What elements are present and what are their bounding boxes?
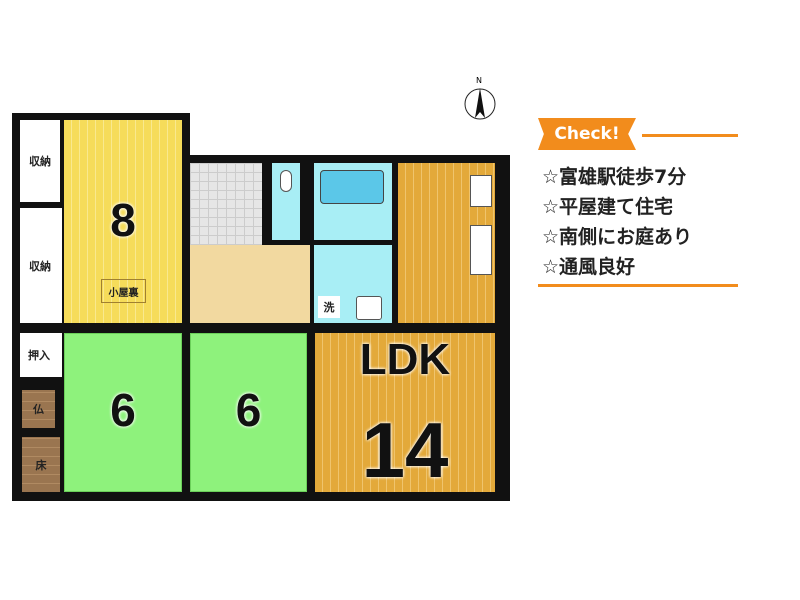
check-item: ☆平屋建て住宅 (542, 196, 674, 218)
closet-label: 押入 (28, 349, 50, 362)
storage-1 (20, 120, 60, 202)
check-panel: Check! ☆富雄駅徒歩7分 ☆平屋建て住宅 ☆南側にお庭あり ☆通風良好 (538, 118, 738, 288)
ldk-label: LDK (359, 335, 451, 384)
ldk (315, 333, 495, 492)
japanese-room-2 (190, 333, 307, 492)
japanese-room-2-size: 6 (235, 384, 262, 436)
stove-icon (470, 175, 492, 207)
attic-label: 小屋裏 (101, 279, 146, 303)
bathtub-icon (320, 170, 384, 204)
compass-north-label: N (476, 76, 482, 85)
divider-bottom (538, 284, 738, 287)
check-item: ☆南側にお庭あり (542, 226, 693, 248)
storage-1-label: 収納 (29, 155, 51, 168)
check-item: ☆通風良好 (542, 256, 636, 278)
check-item: ☆富雄駅徒歩7分 (542, 166, 687, 188)
storage-2-label: 収納 (29, 259, 51, 273)
western-room-size: 8 (110, 194, 136, 246)
japanese-room-1-size: 6 (110, 384, 136, 436)
entrance (190, 163, 262, 245)
alcove (22, 437, 60, 492)
divider-top (642, 134, 738, 137)
washing-machine-icon (356, 296, 382, 320)
japanese-room-1 (64, 333, 182, 492)
ldk-size: 14 (361, 405, 449, 494)
check-badge: Check! (538, 118, 636, 150)
wash-label: 洗 (318, 296, 340, 318)
north-arrow-icon (464, 88, 496, 120)
hallway (190, 245, 310, 323)
altar (22, 390, 55, 428)
compass: N (462, 76, 498, 124)
sink-icon (470, 225, 492, 275)
toilet-icon (280, 170, 292, 192)
altar-label: 仏 (33, 403, 44, 416)
western-room (64, 120, 182, 323)
alcove-label: 床 (35, 458, 47, 472)
